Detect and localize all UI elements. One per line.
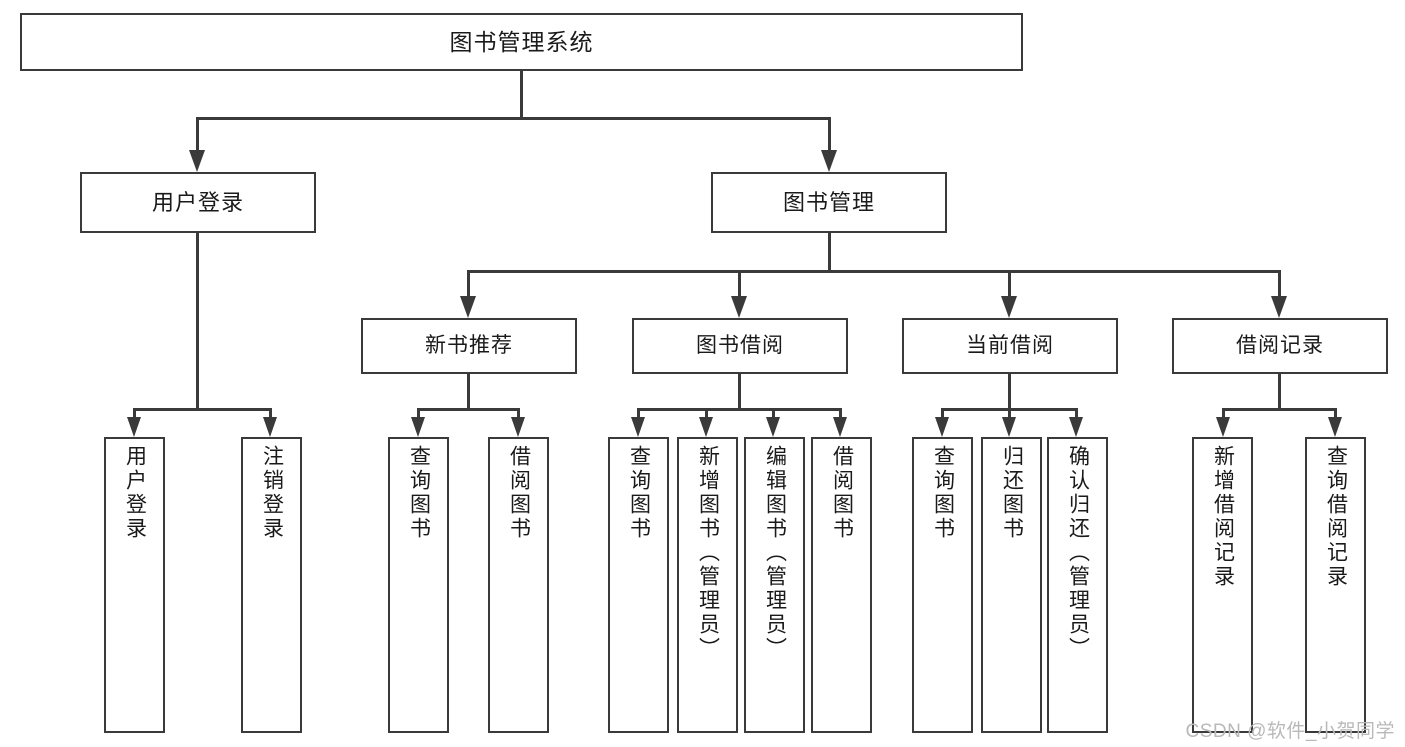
leaf-confirm-return-admin[interactable]: 确认归还（管理员） xyxy=(1047,437,1108,733)
connector-book-borrow-bus xyxy=(637,408,842,411)
leaf-query-book-current[interactable]: 查询图书 xyxy=(912,437,973,733)
node-label: 图书管理 xyxy=(782,189,875,215)
leaf-return-book[interactable]: 归还图书 xyxy=(981,437,1042,733)
arrowhead-user-login-2 xyxy=(263,417,277,437)
arrowhead-user-login-1 xyxy=(127,417,141,437)
leaf-query-book-borrow[interactable]: 查询图书 xyxy=(608,437,669,733)
arrowhead-current-borrow-3 xyxy=(1069,417,1083,437)
node-label: 查询图书 xyxy=(627,445,651,541)
arrowhead-level3-4 xyxy=(1271,296,1287,318)
connector-level3-drop-3 xyxy=(1008,270,1011,298)
arrowhead-new-book-1 xyxy=(411,417,425,437)
connector-user-login-stem xyxy=(196,233,199,411)
connector-new-book-stem xyxy=(467,374,470,408)
connector-current-borrow-drop-2 xyxy=(1008,408,1011,420)
connector-book-management-stem xyxy=(828,233,831,270)
node-label: 归还图书 xyxy=(1000,445,1024,541)
connector-book-borrow-stem xyxy=(738,374,741,408)
node-label: 编辑图书（管理员） xyxy=(763,445,787,661)
arrowhead-level3-3 xyxy=(1001,296,1017,318)
leaf-borrow-book[interactable]: 借阅图书 xyxy=(811,437,872,733)
node-borrow-record[interactable]: 借阅记录 xyxy=(1172,318,1388,374)
connector-book-borrow-drop-4 xyxy=(839,408,842,420)
node-root-book-management-system[interactable]: 图书管理系统 xyxy=(20,13,1023,71)
arrowhead-book-borrow-1 xyxy=(631,417,645,437)
node-label: 借阅记录 xyxy=(1236,333,1324,357)
connector-user-login-bus xyxy=(133,408,269,411)
leaf-query-borrow-record[interactable]: 查询借阅记录 xyxy=(1305,437,1366,733)
arrowhead-current-borrow-2 xyxy=(1002,417,1016,437)
node-label: 新书推荐 xyxy=(425,333,513,357)
connector-new-book-bus xyxy=(417,408,520,411)
node-label: 确认归还（管理员） xyxy=(1066,445,1090,661)
node-book-management[interactable]: 图书管理 xyxy=(711,172,947,233)
node-label: 图书管理系统 xyxy=(449,28,594,55)
connector-current-borrow-drop-3 xyxy=(1075,408,1078,420)
connector-new-book-drop-1 xyxy=(417,408,420,420)
connector-book-borrow-drop-2 xyxy=(705,408,708,420)
connector-borrow-record-drop-1 xyxy=(1222,408,1225,420)
connector-level2-drop-1 xyxy=(196,117,199,153)
node-label: 查询图书 xyxy=(931,445,955,541)
leaf-query-book-recommend[interactable]: 查询图书 xyxy=(388,437,449,733)
connector-current-borrow-drop-1 xyxy=(941,408,944,420)
arrowhead-borrow-record-1 xyxy=(1216,417,1230,437)
connector-borrow-record-stem xyxy=(1278,374,1281,408)
connector-book-borrow-drop-1 xyxy=(637,408,640,420)
arrowhead-new-book-2 xyxy=(511,417,525,437)
connector-user-login-drop-2 xyxy=(269,408,272,420)
connector-book-borrow-drop-3 xyxy=(772,408,775,420)
node-label: 用户登录 xyxy=(123,445,147,541)
leaf-add-borrow-record[interactable]: 新增借阅记录 xyxy=(1192,437,1253,733)
arrowhead-current-borrow-1 xyxy=(935,417,949,437)
connector-level3-drop-1 xyxy=(467,270,470,298)
connector-level3-drop-2 xyxy=(738,270,741,298)
arrowhead-book-borrow-4 xyxy=(833,417,847,437)
node-label: 新增图书（管理员） xyxy=(696,445,720,661)
node-current-borrow[interactable]: 当前借阅 xyxy=(902,318,1118,374)
connector-root-stem xyxy=(520,71,523,117)
leaf-add-book-admin[interactable]: 新增图书（管理员） xyxy=(677,437,738,733)
arrowhead-book-borrow-2 xyxy=(699,417,713,437)
node-label: 借阅图书 xyxy=(507,445,531,541)
arrowhead-level2-2 xyxy=(821,150,837,172)
node-label: 当前借阅 xyxy=(966,333,1054,357)
node-label: 图书借阅 xyxy=(696,333,784,357)
connector-level3-drop-4 xyxy=(1278,270,1281,298)
connector-user-login-drop-1 xyxy=(133,408,136,420)
connector-level2-drop-2 xyxy=(828,117,831,153)
node-label: 查询借阅记录 xyxy=(1324,445,1348,589)
connector-current-borrow-stem xyxy=(1008,374,1011,408)
leaf-borrow-book-recommend[interactable]: 借阅图书 xyxy=(488,437,549,733)
connector-borrow-record-bus xyxy=(1222,408,1337,411)
arrowhead-book-borrow-3 xyxy=(766,417,780,437)
node-label: 借阅图书 xyxy=(830,445,854,541)
arrowhead-level3-1 xyxy=(460,296,476,318)
node-book-borrow[interactable]: 图书借阅 xyxy=(632,318,848,374)
leaf-user-login[interactable]: 用户登录 xyxy=(104,437,165,733)
leaf-edit-book-admin[interactable]: 编辑图书（管理员） xyxy=(744,437,805,733)
leaf-logout[interactable]: 注销登录 xyxy=(241,437,302,733)
connector-new-book-drop-2 xyxy=(517,408,520,420)
connector-level2-bus xyxy=(196,117,831,120)
arrowhead-level3-2 xyxy=(731,296,747,318)
node-label: 新增借阅记录 xyxy=(1211,445,1235,589)
connector-level3-bus xyxy=(467,270,1281,273)
node-user-login[interactable]: 用户登录 xyxy=(80,172,316,233)
node-label: 注销登录 xyxy=(260,445,284,541)
node-label: 用户登录 xyxy=(151,189,244,215)
connector-borrow-record-drop-2 xyxy=(1334,408,1337,420)
arrowhead-level2-1 xyxy=(189,150,205,172)
node-label: 查询图书 xyxy=(407,445,431,541)
arrowhead-borrow-record-2 xyxy=(1328,417,1342,437)
node-new-book-recommend[interactable]: 新书推荐 xyxy=(361,318,577,374)
